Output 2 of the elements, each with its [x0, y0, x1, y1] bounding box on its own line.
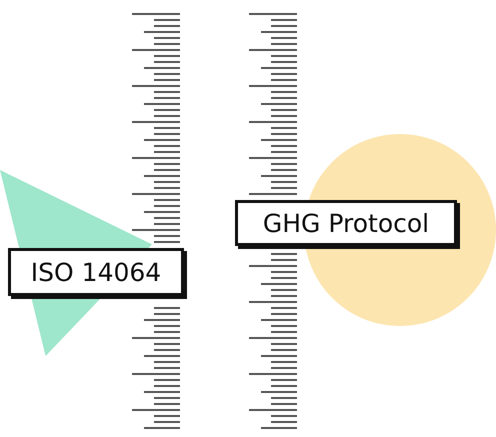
label-box: GHG Protocol	[235, 200, 457, 246]
label-box: ISO 14064	[8, 248, 184, 296]
